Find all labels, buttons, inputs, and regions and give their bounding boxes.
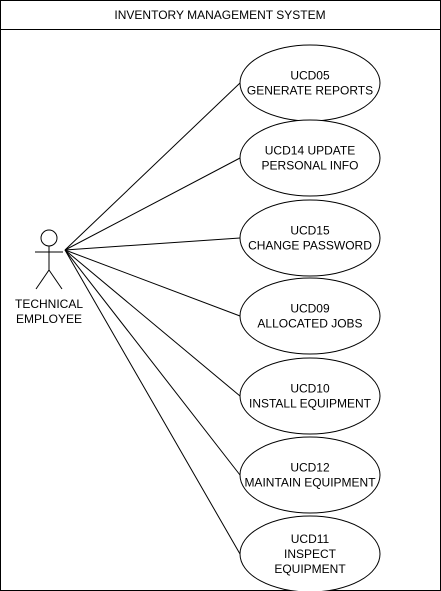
use-case-ellipse bbox=[239, 515, 381, 591]
use-case-label-line: MAINTAIN EQUIPMENT bbox=[244, 476, 376, 490]
use-case-label-line: UCD09 bbox=[290, 302, 330, 316]
system-title: INVENTORY MANAGEMENT SYSTEM bbox=[114, 8, 325, 22]
actor-label-line2: EMPLOYEE bbox=[16, 312, 82, 326]
actor-label-line1: TECHNICAL bbox=[15, 297, 83, 311]
association-ucd11 bbox=[64, 249, 241, 555]
association-ucd10 bbox=[64, 249, 241, 397]
use-case-label-line: PERSONAL INFO bbox=[262, 159, 359, 173]
use-case-ellipse bbox=[239, 119, 381, 197]
use-case-label-line: ALLOCATED JOBS bbox=[257, 317, 362, 331]
use-case-label-line: UCD10 bbox=[290, 382, 330, 396]
use-case-label-line: EQUIPMENT bbox=[274, 562, 346, 576]
association-ucd09 bbox=[64, 249, 241, 317]
use-case-label-line: UCD12 bbox=[290, 461, 330, 475]
use-case-label-line: UCD05 bbox=[290, 69, 330, 83]
associations bbox=[64, 82, 241, 555]
association-ucd14 bbox=[64, 157, 241, 251]
use-case-ellipse bbox=[239, 277, 381, 355]
association-ucd12 bbox=[64, 249, 241, 476]
use-case-label-line: GENERATE REPORTS bbox=[247, 84, 373, 98]
use-case-ellipse bbox=[239, 357, 381, 435]
use-case-label-line: UCD11 bbox=[291, 532, 330, 546]
association-ucd05 bbox=[64, 82, 241, 251]
use-case-label-line: UCD14 UPDATE bbox=[265, 144, 355, 158]
association-ucd15 bbox=[64, 237, 241, 251]
actor-right-leg bbox=[48, 269, 63, 290]
actor-left-leg bbox=[35, 269, 50, 290]
use-case-ellipse bbox=[239, 199, 381, 277]
actor-head bbox=[40, 229, 58, 247]
use-case-label-line: INSPECT bbox=[284, 547, 337, 561]
use-case-label-line: UCD15 bbox=[290, 224, 330, 238]
actor-technical-employee: TECHNICAL EMPLOYEE bbox=[15, 229, 83, 326]
use-case-ellipse bbox=[239, 436, 381, 514]
use-case-label-line: CHANGE PASSWORD bbox=[248, 239, 372, 253]
use-case-label-line: INSTALL EQUIPMENT bbox=[249, 397, 372, 411]
